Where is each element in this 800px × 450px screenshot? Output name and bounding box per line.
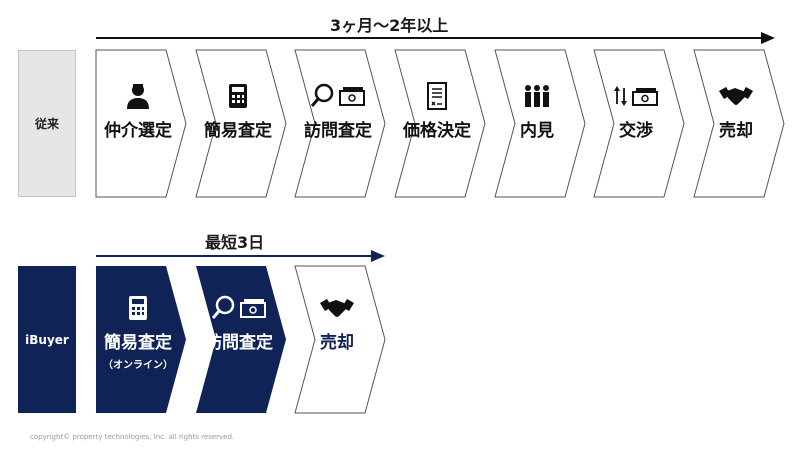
exchange-money-icon <box>613 82 659 110</box>
trad-step-2: 簡易査定 <box>196 82 280 141</box>
trad-chevron-1 <box>95 49 187 198</box>
trad-step-4-label: 価格決定 <box>403 121 471 141</box>
magnifier-money-icon <box>211 294 267 322</box>
trad-step-4: 価格決定 <box>395 82 479 141</box>
copyright-text: copyright© property technologies, Inc. a… <box>30 433 235 441</box>
ibuyer-step-1-sublabel: （オンライン） <box>103 360 173 371</box>
ibuyer-step-1-label: 簡易査定 <box>104 333 172 353</box>
ibuyer-chevron-1 <box>96 266 186 413</box>
trad-step-6-label: 交渉 <box>619 121 653 141</box>
ibuyer-step-1: 簡易査定 （オンライン） <box>96 294 180 371</box>
handshake-icon <box>320 294 354 322</box>
person-icon <box>125 82 151 110</box>
ibuyer-label: iBuyer <box>18 266 76 413</box>
trad-step-3-label: 訪問査定 <box>304 121 372 141</box>
trad-step-1-label: 仲介選定 <box>104 121 172 141</box>
trad-chevron-6 <box>593 49 685 198</box>
ibuyer-period: 最短3日 <box>205 233 265 252</box>
ibuyer-step-2-label: 訪問査定 <box>205 333 273 353</box>
traditional-label: 従来 <box>18 50 76 197</box>
trad-step-7: 売却 <box>694 82 778 141</box>
calculator-icon <box>228 82 248 110</box>
traditional-timeline-arrow <box>96 32 775 44</box>
handshake-icon <box>719 82 753 110</box>
trad-step-2-label: 簡易査定 <box>204 121 272 141</box>
trad-step-1: 仲介選定 <box>96 82 180 141</box>
trad-chevron-7 <box>693 49 785 198</box>
ibuyer-chevron-3 <box>294 265 386 414</box>
ibuyer-step-2: 訪問査定 <box>196 294 282 353</box>
trad-step-5-label: 内見 <box>520 121 554 141</box>
trad-step-5: 内見 <box>495 82 579 141</box>
ibuyer-step-3: 売却 <box>295 294 379 353</box>
ibuyer-timeline-arrow <box>96 250 385 262</box>
traditional-period: 3ヶ月～2年以上 <box>330 16 449 35</box>
trad-chevron-5 <box>494 49 586 198</box>
document-icon <box>426 82 448 110</box>
magnifier-money-icon <box>310 82 366 110</box>
trad-chevron-2 <box>195 49 287 198</box>
people-icon <box>523 82 551 110</box>
trad-step-6: 交渉 <box>594 82 678 141</box>
ibuyer-step-3-label: 売却 <box>320 333 354 353</box>
calculator-icon <box>128 294 148 322</box>
trad-chevron-4 <box>394 49 486 198</box>
trad-step-7-label: 売却 <box>719 121 753 141</box>
trad-step-3: 訪問査定 <box>295 82 381 141</box>
